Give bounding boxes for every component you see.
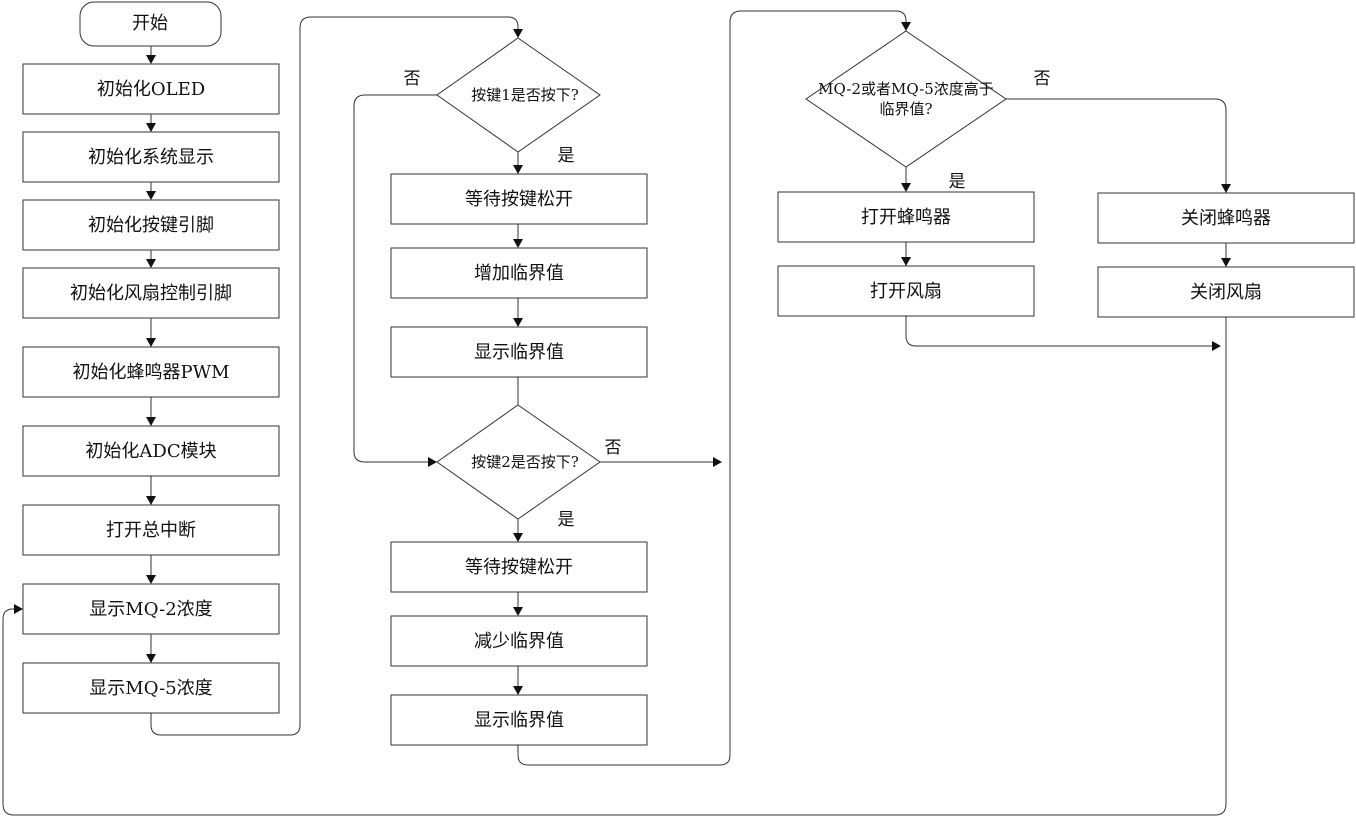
mq5-to-key1-connector [150, 16, 519, 736]
key2-yes-label: 是 [558, 510, 575, 530]
buzzer-on-box: 打开蜂鸣器 [777, 191, 1035, 243]
wait-release-2-box: 等待按键松开 [390, 541, 648, 593]
key2-decision: 按键2是否按下? [436, 404, 601, 520]
enable-interrupt-label: 打开总中断 [106, 520, 196, 541]
start-node: 开始 [79, 1, 222, 47]
column2-connectors [513, 152, 523, 695]
column1-connectors [146, 46, 156, 663]
decrease-threshold-box: 减少临界值 [390, 615, 648, 667]
gas-yes-label: 是 [949, 172, 966, 192]
key2-no-arrow [713, 457, 722, 467]
key2-no-label: 否 [605, 438, 622, 458]
gas-question-line2: 临界值? [879, 100, 932, 118]
init-adc-label: 初始化ADC模块 [85, 441, 216, 462]
threshold2-to-gas-connector [517, 10, 907, 766]
wait-release-2-label: 等待按键松开 [465, 557, 573, 578]
increase-threshold-box: 增加临界值 [390, 247, 648, 299]
init-buzzer-pwm-label: 初始化蜂鸣器PWM [72, 362, 229, 383]
init-buzzer-pwm-box: 初始化蜂鸣器PWM [22, 346, 280, 398]
key1-no-connector [353, 94, 437, 463]
init-oled-box: 初始化OLED [22, 63, 280, 115]
key1-yes-label: 是 [558, 146, 575, 166]
buzzer-off-box: 关闭蜂鸣器 [1097, 192, 1355, 244]
show-mq2-box: 显示MQ-2浓度 [22, 583, 280, 635]
fan-off-box: 关闭风扇 [1097, 266, 1355, 318]
show-mq5-label: 显示MQ-5浓度 [89, 678, 212, 699]
gas-question-line1: MQ-2或者MQ-5浓度高于 [818, 80, 994, 98]
key1-no-arrow [428, 457, 437, 467]
init-oled-label: 初始化OLED [97, 79, 205, 100]
show-threshold-1-box: 显示临界值 [390, 326, 648, 378]
init-display-label: 初始化系统显示 [88, 147, 214, 168]
gas-decision: MQ-2或者MQ-5浓度高于 临界值? [805, 30, 1007, 168]
init-fan-pins-label: 初始化风扇控制引脚 [70, 283, 232, 304]
init-key-pins-label: 初始化按键引脚 [88, 215, 214, 236]
init-fan-pins-box: 初始化风扇控制引脚 [22, 267, 280, 319]
wait-release-1-label: 等待按键松开 [465, 189, 573, 210]
show-mq2-label: 显示MQ-2浓度 [89, 599, 212, 620]
fan-on-label: 打开风扇 [870, 281, 942, 302]
loop-back-connector [2, 317, 1227, 816]
enable-interrupt-box: 打开总中断 [22, 504, 280, 556]
show-threshold-2-box: 显示临界值 [390, 694, 648, 746]
show-threshold-1-label: 显示临界值 [474, 342, 564, 363]
decrease-threshold-label: 减少临界值 [474, 631, 564, 652]
buzzer-off-label: 关闭蜂鸣器 [1181, 208, 1271, 229]
threshold2-to-gas-arrow [901, 22, 911, 31]
key1-decision: 按键1是否按下? [436, 37, 601, 153]
show-mq5-box: 显示MQ-5浓度 [22, 662, 280, 714]
init-key-pins-box: 初始化按键引脚 [22, 199, 280, 251]
key2-question-label: 按键2是否按下? [471, 453, 579, 471]
mq5-to-key1-arrow [513, 29, 523, 38]
wait-release-1-box: 等待按键松开 [390, 173, 648, 225]
key1-question-label: 按键1是否按下? [471, 86, 579, 104]
init-display-box: 初始化系统显示 [22, 131, 280, 183]
increase-threshold-label: 增加临界值 [474, 263, 564, 284]
start-label: 开始 [132, 13, 168, 34]
loop-back-arrow [14, 604, 23, 614]
init-adc-box: 初始化ADC模块 [22, 425, 280, 477]
key1-no-label: 否 [404, 69, 421, 89]
column3-connectors [901, 98, 1231, 351]
buzzer-on-label: 打开蜂鸣器 [861, 207, 951, 228]
show-threshold-2-label: 显示临界值 [474, 710, 564, 731]
fan-on-box: 打开风扇 [777, 265, 1035, 317]
fan-off-label: 关闭风扇 [1190, 282, 1262, 303]
gas-no-label: 否 [1034, 69, 1051, 89]
